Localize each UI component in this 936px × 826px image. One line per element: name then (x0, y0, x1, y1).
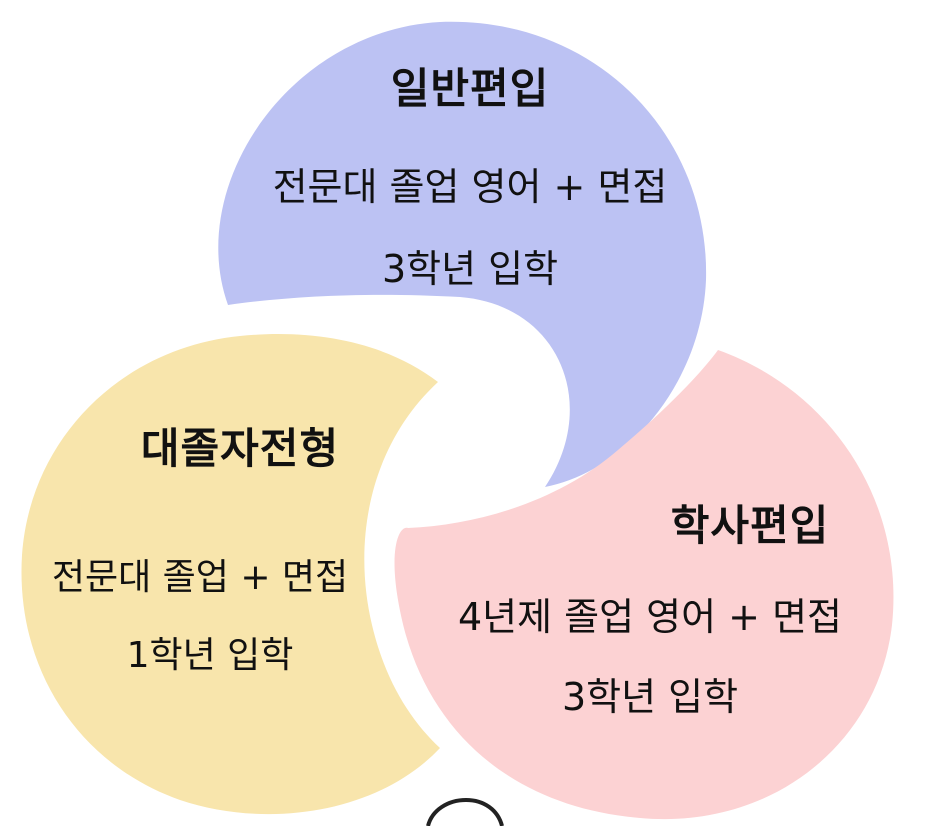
graduate-admission-entry-year: 1학년 입학 (126, 635, 294, 676)
bachelor-transfer-requirement: 4년제 졸업 영어 + 면접 (457, 595, 842, 639)
general-transfer-entry-year: 3학년 입학 (381, 247, 559, 291)
bachelor-transfer-shape (394, 350, 894, 820)
graduate-admission-requirement: 전문대 졸업 + 면접 (51, 557, 349, 598)
general-transfer-requirement: 전문대 졸업 영어 + 면접 (272, 165, 668, 209)
graduate-admission-shape (21, 334, 440, 815)
general-transfer-title: 일반편입 (390, 64, 550, 113)
graduate-admission-title: 대졸자전형 (140, 424, 340, 473)
bachelor-transfer-title: 학사편입 (670, 501, 830, 550)
bottom-partial-circle (426, 797, 504, 826)
bachelor-transfer-entry-year: 3학년 입학 (561, 675, 739, 719)
general-transfer-shape (218, 21, 707, 487)
